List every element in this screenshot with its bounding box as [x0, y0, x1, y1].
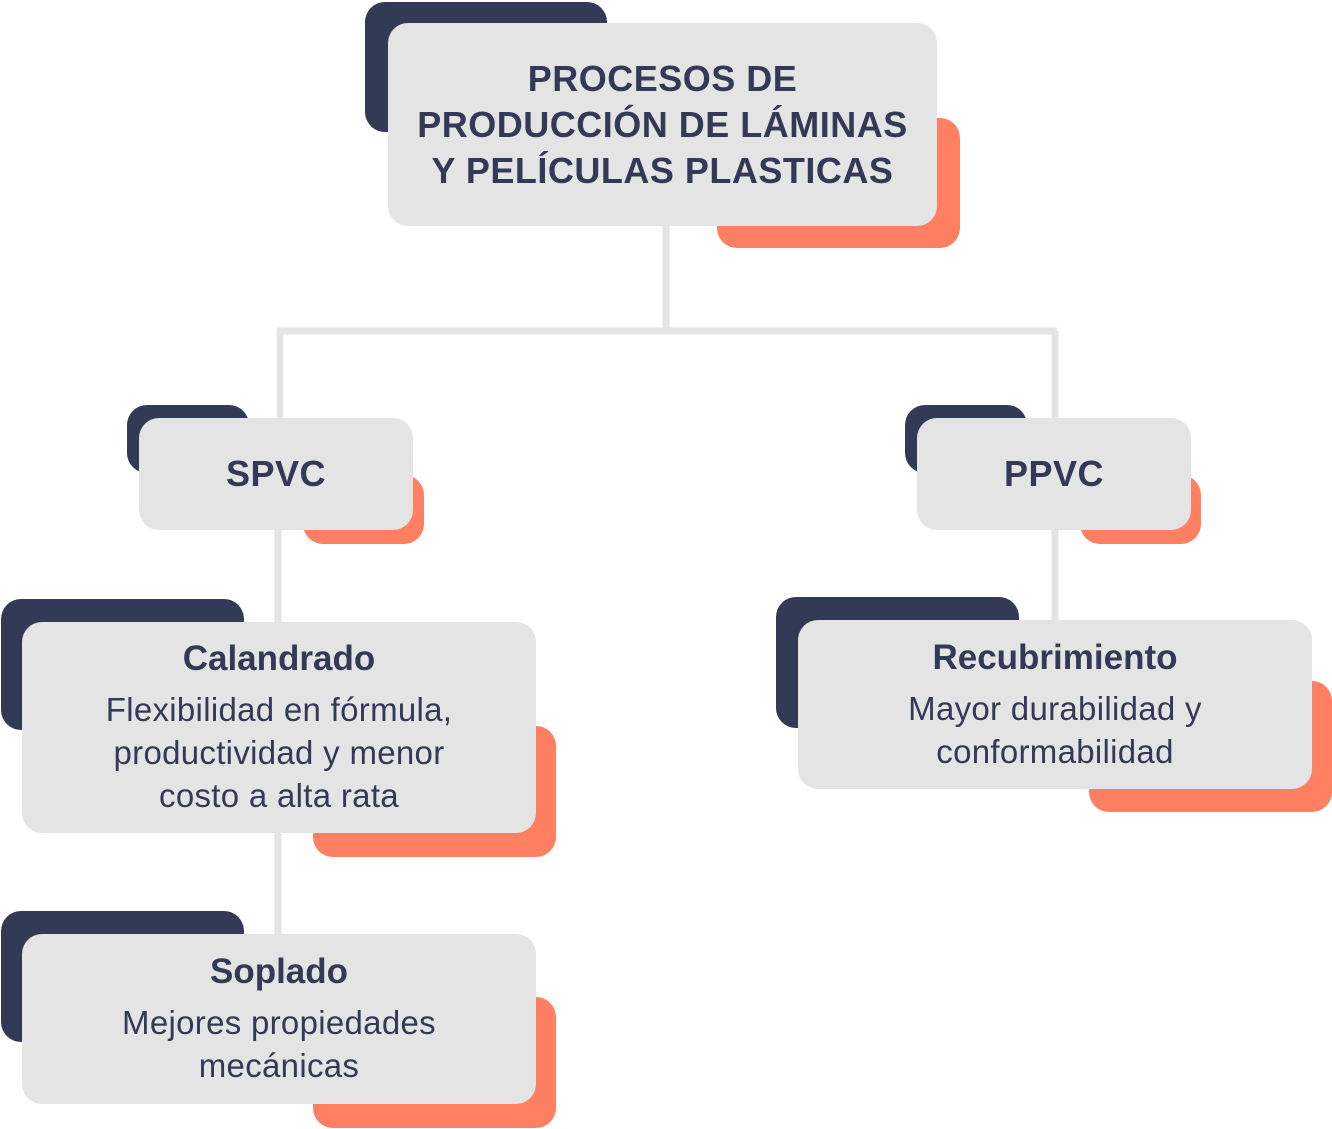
leaf-node-soplado: Soplado Mejores propiedades mecánicas — [22, 934, 536, 1104]
leaf-node-recubrimiento: Recubrimiento Mayor durabilidad y confor… — [798, 620, 1312, 789]
leaf-description-calandrado: Flexibilidad en fórmula, productividad y… — [105, 691, 453, 814]
leaf-title-calandrado: Calandrado — [182, 639, 376, 678]
branch-label-spvc: SPVC — [225, 453, 327, 494]
branch-node-spvc: SPVC — [139, 418, 413, 530]
root-node: PROCESOS DE PRODUCCIÓN DE LÁMINAS Y PELÍ… — [388, 23, 937, 226]
leaf-node-calandrado: Calandrado Flexibilidad en fórmula, prod… — [22, 622, 536, 833]
leaf-title-recubrimiento: Recubrimiento — [932, 637, 1178, 677]
leaf-title-soplado: Soplado — [209, 952, 349, 991]
leaf-description-soplado: Mejores propiedades mecánicas — [122, 1004, 436, 1084]
leaf-description-recubrimiento: Mayor durabilidad y conformabilidad — [908, 689, 1202, 770]
root-title: PROCESOS DE PRODUCCIÓN DE LÁMINAS Y PELÍ… — [417, 57, 908, 191]
branch-label-ppvc: PPVC — [1003, 453, 1105, 494]
branch-node-ppvc: PPVC — [917, 418, 1191, 530]
